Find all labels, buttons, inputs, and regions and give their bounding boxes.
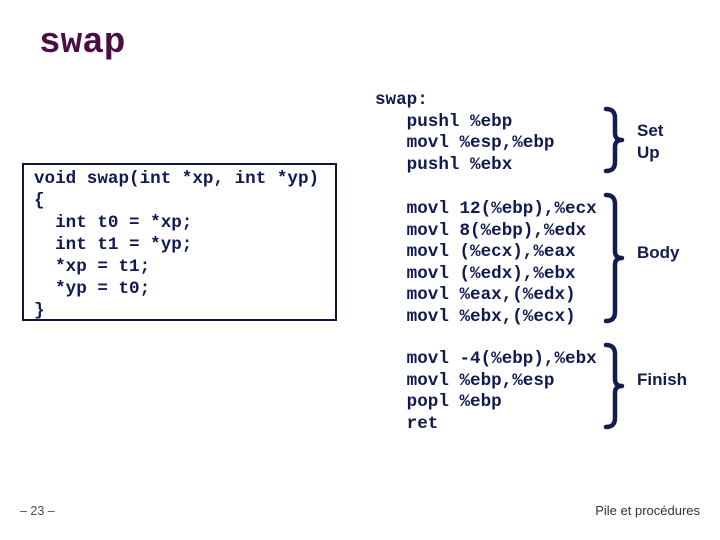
asm-setup-block: swap: pushl %ebp movl %esp,%ebp pushl %e… (375, 90, 555, 176)
asm-line: pushl %ebp (375, 111, 513, 132)
asm-line: movl %ebx,(%ecx) (375, 306, 576, 327)
asm-line: movl 8(%ebp),%edx (375, 220, 587, 241)
asm-line: movl %esp,%ebp (375, 133, 555, 153)
page-title: swap (39, 22, 126, 63)
c-code: void swap(int *xp, int *yp) { int t0 = *… (24, 165, 335, 322)
asm-line: popl %ebp (375, 392, 502, 412)
asm-line: movl -4(%ebp),%ebx (375, 349, 597, 369)
asm-line: movl 12(%ebp),%ecx (375, 199, 597, 219)
label-set-up-line1: Set (637, 121, 664, 140)
asm-line: movl (%ecx),%eax (375, 242, 576, 262)
curly-brace-finish-icon (603, 342, 625, 430)
asm-body-block: movl 12(%ebp),%ecx movl 8(%ebp),%edx mov… (375, 199, 597, 328)
c-code-line: void swap(int *xp, int *yp) (34, 169, 320, 189)
asm-line: movl %eax,(%edx) (375, 285, 576, 305)
c-code-line: *xp = t1; (34, 257, 151, 277)
asm-line: ret (375, 413, 439, 434)
asm-finish-block: movl -4(%ebp),%ebx movl %ebp,%esp popl %… (375, 349, 597, 435)
c-code-line: { (34, 191, 45, 211)
label-finish: Finish (637, 370, 688, 389)
c-code-line: int t1 = *yp; (34, 235, 193, 255)
asm-line: swap: (375, 90, 428, 110)
asm-line: pushl %ebx (375, 154, 513, 175)
asm-line: movl (%edx),%ebx (375, 263, 576, 284)
curly-brace-body-icon (603, 192, 625, 324)
asm-line: movl %ebp,%esp (375, 370, 555, 391)
c-code-line: *yp = t0; (34, 279, 151, 299)
label-body: Body (637, 243, 680, 262)
page-number: – 23 – (20, 504, 55, 518)
c-code-box: void swap(int *xp, int *yp) { int t0 = *… (22, 163, 337, 321)
c-code-line: } (34, 301, 45, 321)
footer-course-title: Pile et procédures (595, 503, 700, 518)
label-set-up-line2: Up (637, 143, 660, 162)
label-set-up: Set Up (637, 120, 663, 164)
c-code-line: int t0 = *xp; (34, 213, 193, 233)
curly-brace-setup-icon (603, 106, 625, 174)
